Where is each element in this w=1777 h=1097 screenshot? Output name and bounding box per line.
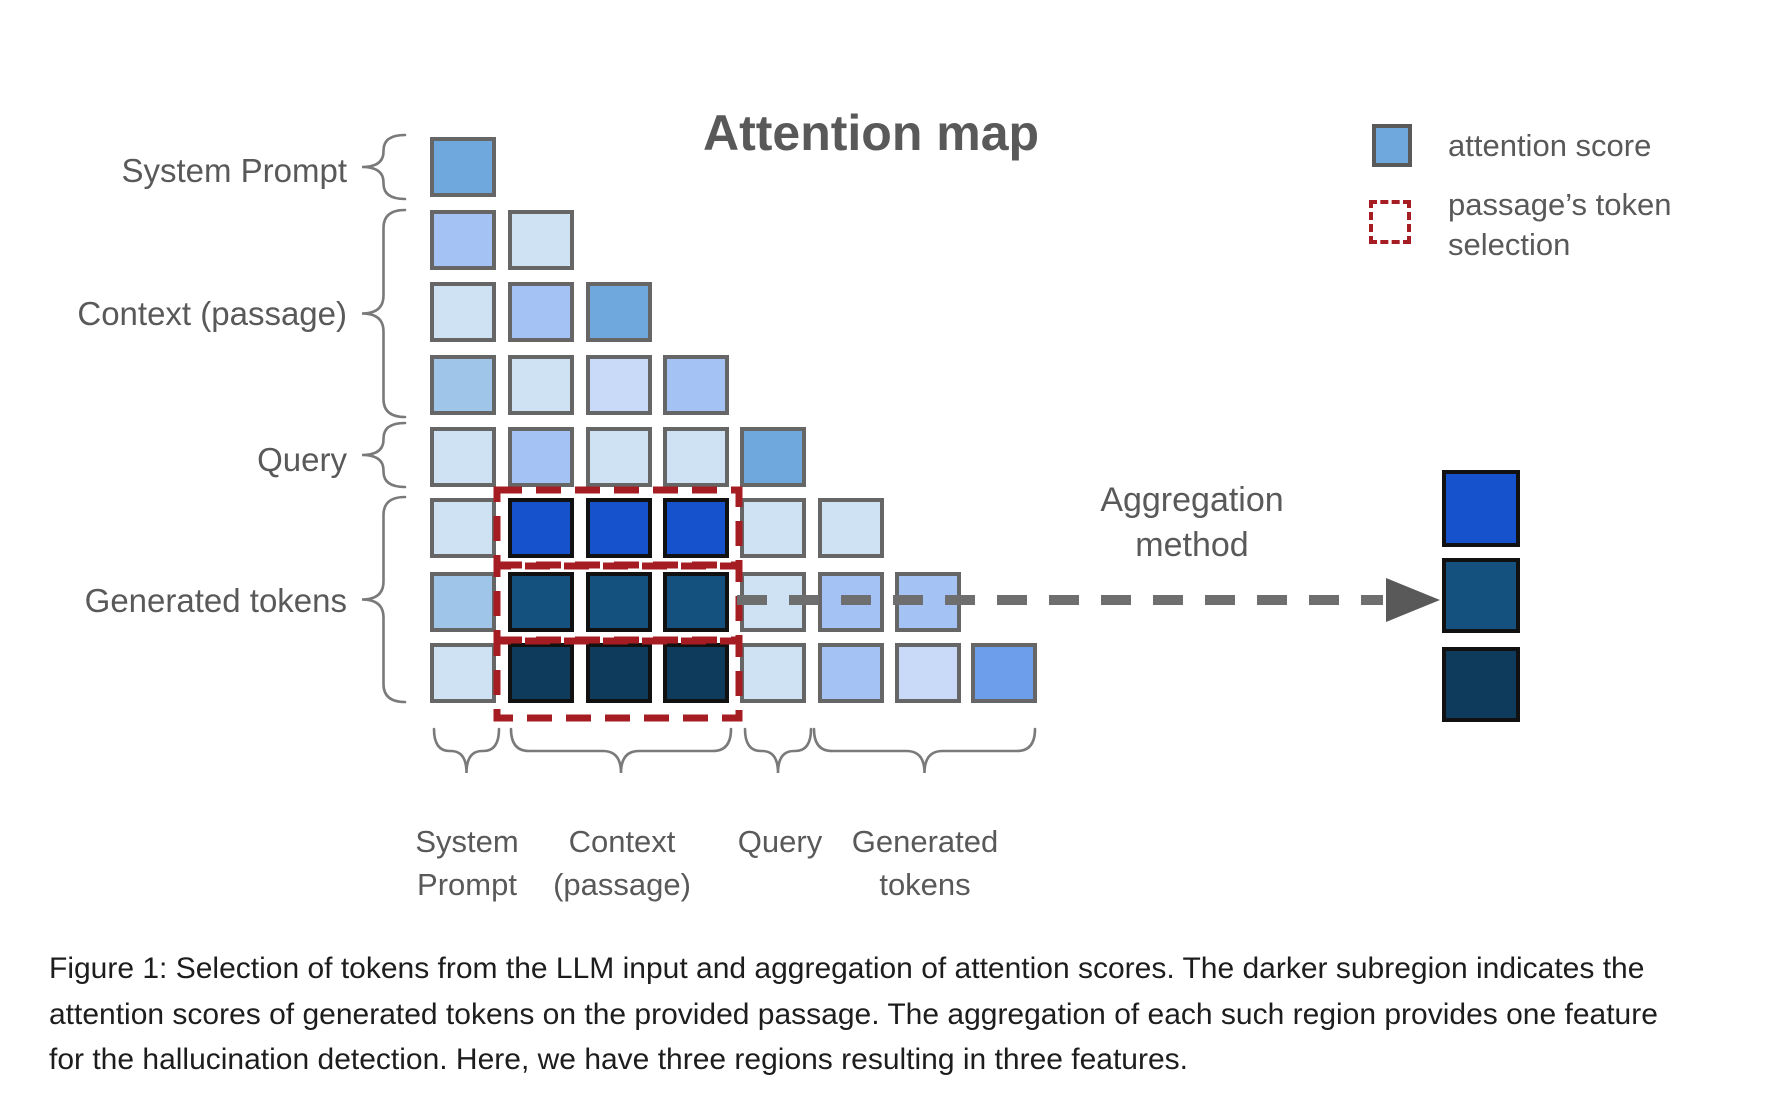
curly-brace <box>509 727 733 774</box>
col-label-system-prompt: System Prompt <box>415 824 519 902</box>
attention-cell <box>430 210 496 270</box>
curly-brace <box>361 133 407 201</box>
col-label-generated-tokens: Generated tokens <box>851 824 999 902</box>
attention-cell <box>586 282 652 342</box>
row-label-generated-tokens: Generated tokens <box>84 582 347 619</box>
attention-cell <box>430 137 496 197</box>
curly-brace <box>743 727 813 774</box>
caption-line: for the hallucination detection. Here, w… <box>49 1043 1189 1076</box>
attention-cell <box>971 643 1037 703</box>
attention-cell <box>818 643 884 703</box>
figure-caption: Figure 1: Selection of tokens from the L… <box>49 946 1739 1083</box>
attention-cell <box>430 282 496 342</box>
legend-attention-score-swatch <box>1372 124 1412 167</box>
curly-brace <box>361 421 407 489</box>
attention-cell <box>508 643 574 703</box>
attention-cell <box>430 643 496 703</box>
attention-cell <box>508 210 574 270</box>
figure-title: Attention map <box>703 105 1040 161</box>
curly-brace <box>812 727 1037 774</box>
attention-cell <box>663 572 729 632</box>
attention-cell <box>740 572 806 632</box>
aggregated-feature-square <box>1442 558 1520 633</box>
attention-cell <box>663 498 729 558</box>
caption-line: attention scores of generated tokens on … <box>49 997 1658 1031</box>
aggregated-feature-square <box>1442 647 1520 722</box>
aggregation-method-label: Aggregation method <box>1100 481 1284 564</box>
row-label-context-passage: Context (passage) <box>77 295 347 332</box>
attention-cell <box>430 355 496 415</box>
attention-cell <box>586 572 652 632</box>
aggregation-arrowhead <box>1386 578 1440 622</box>
curly-brace <box>432 727 501 774</box>
row-label-system-prompt: System Prompt <box>121 152 347 189</box>
attention-cell <box>586 498 652 558</box>
attention-cell <box>430 427 496 487</box>
attention-cell <box>508 498 574 558</box>
attention-cell <box>818 498 884 558</box>
attention-cell <box>586 643 652 703</box>
attention-cell <box>430 498 496 558</box>
attention-cell <box>663 355 729 415</box>
row-label-query: Query <box>257 441 347 478</box>
attention-cell <box>663 427 729 487</box>
col-label-query: Query <box>737 824 823 859</box>
attention-cell <box>586 427 652 487</box>
attention-cell <box>895 643 961 703</box>
attention-cell <box>740 427 806 487</box>
attention-cell <box>818 572 884 632</box>
attention-cell <box>508 355 574 415</box>
curly-brace <box>361 495 407 704</box>
attention-cell <box>508 572 574 632</box>
legend-token-selection-label: passage’s token selection <box>1448 187 1672 262</box>
attention-cell <box>508 282 574 342</box>
legend-attention-score-label: attention score <box>1448 128 1652 163</box>
attention-cell <box>740 498 806 558</box>
attention-cell <box>508 427 574 487</box>
attention-cell <box>895 572 961 632</box>
attention-cell <box>586 355 652 415</box>
attention-cell <box>663 643 729 703</box>
curly-brace <box>361 208 407 419</box>
attention-cell <box>430 572 496 632</box>
aggregated-feature-square <box>1442 470 1520 547</box>
attention-cell <box>740 643 806 703</box>
col-label-context-passage: Context (passage) <box>553 824 691 902</box>
caption-line: Figure 1: Selection of tokens from the L… <box>49 952 1645 985</box>
legend-token-selection-swatch <box>1369 200 1411 244</box>
